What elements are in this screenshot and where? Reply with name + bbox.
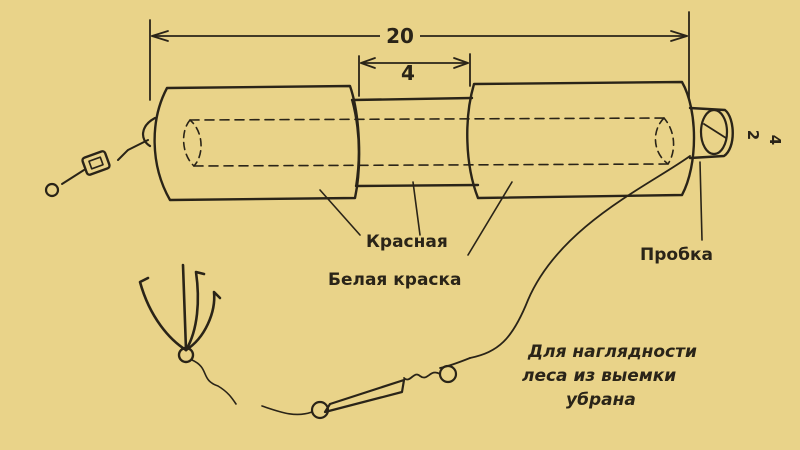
dimension-plug-large: 4	[766, 135, 784, 145]
label-plug: Пробка	[640, 245, 713, 265]
label-white-paint: Белая краска	[328, 270, 462, 290]
treble-hook	[138, 263, 237, 405]
float-body	[153, 80, 734, 202]
note-line-1: Для наглядности	[527, 342, 697, 362]
label-red: Красная	[366, 232, 448, 252]
dimension-overall: 20	[149, 11, 690, 101]
leader-lines	[319, 161, 703, 256]
dimension-middle: 4	[358, 53, 471, 97]
note: Для наглядности леса из выемки убрана	[522, 342, 697, 410]
left-swivel	[44, 116, 157, 198]
note-line-2: леса из выемки	[522, 366, 676, 386]
dimension-overall-label: 20	[386, 24, 414, 48]
dimension-plug-small: 2	[744, 130, 762, 140]
note-line-3: убрана	[566, 390, 636, 410]
fishing-line	[261, 155, 691, 420]
dimension-middle-label: 4	[401, 61, 415, 85]
